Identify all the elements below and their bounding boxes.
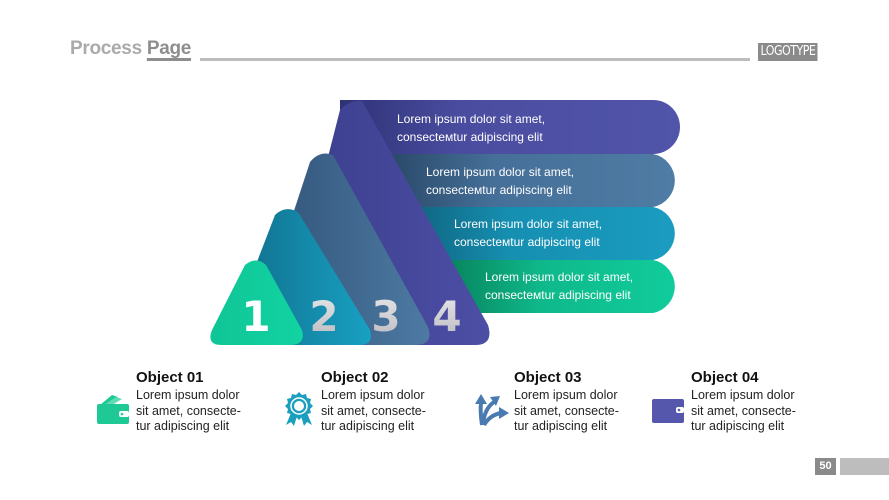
band-1-line2: consectемtur adipiscing elit xyxy=(485,288,631,302)
award-badge-icon xyxy=(285,392,313,426)
band-2 xyxy=(400,207,675,260)
band-3-line1: Lorem ipsum dolor sit amet, xyxy=(426,165,575,179)
pyramid-diagram: 1 2 3 4 xyxy=(210,100,680,345)
band-2-text: Lorem ipsum dolor sit amet, consectемtur… xyxy=(454,215,602,251)
level-number-1: 1 xyxy=(241,292,270,341)
band-2-line2: consectемtur adipiscing elit xyxy=(454,235,600,249)
desc-line: tur adipiscing elit xyxy=(321,419,415,433)
band-3-text: Lorem ipsum dolor sit amet, consectемtur… xyxy=(426,163,574,199)
band-1-text: Lorem ipsum dolor sit amet, consectемtur… xyxy=(485,268,633,304)
band-3-line2: consectемtur adipiscing elit xyxy=(426,183,572,197)
desc-line: sit amet, consecte- xyxy=(691,403,796,418)
logo: LOGOTYPE xyxy=(758,43,818,61)
page-title: Process Page xyxy=(70,38,191,60)
object-description: Lorem ipsum dolor sit amet, consecte- tu… xyxy=(136,388,241,435)
band-4-line2: consectемtur adipiscing elit xyxy=(397,130,543,144)
level-number-4: 4 xyxy=(432,292,461,341)
header-divider xyxy=(200,58,750,61)
title-accent: Page xyxy=(146,38,192,59)
title-prefix: Process xyxy=(70,38,147,59)
desc-line: sit amet, consecte- xyxy=(136,403,241,418)
band-1 xyxy=(430,260,675,313)
desc-line: Lorem ipsum dolor xyxy=(514,388,618,402)
band-4-text: Lorem ipsum dolor sit amet, consectемtur… xyxy=(397,110,545,146)
wallet-icon xyxy=(97,395,129,424)
desc-line: Lorem ipsum dolor xyxy=(136,388,240,402)
split-arrows-icon xyxy=(475,394,509,427)
desc-line: sit amet, consecte- xyxy=(321,403,426,418)
object-title: Object 02 xyxy=(321,369,389,386)
object-description: Lorem ipsum dolor sit amet, consecte- tu… xyxy=(691,388,796,435)
desc-line: tur adipiscing elit xyxy=(514,419,608,433)
level-number-2: 2 xyxy=(309,292,338,341)
desc-line: Lorem ipsum dolor xyxy=(691,388,795,402)
object-description: Lorem ipsum dolor sit amet, consecte- tu… xyxy=(514,388,619,435)
object-description: Lorem ipsum dolor sit amet, consecte- tu… xyxy=(321,388,426,435)
level-number-3: 3 xyxy=(371,292,400,341)
band-3 xyxy=(370,154,675,207)
desc-line: sit amet, consecte- xyxy=(514,403,619,418)
desc-line: Lorem ipsum dolor xyxy=(321,388,425,402)
band-1-line1: Lorem ipsum dolor sit amet, xyxy=(485,270,634,284)
triangle-1 xyxy=(210,260,303,345)
footer-bar xyxy=(840,458,889,475)
page-number: 50 xyxy=(815,458,836,475)
object-title: Object 03 xyxy=(514,369,582,386)
band-4 xyxy=(340,100,680,154)
object-title: Object 01 xyxy=(136,369,204,386)
object-title: Object 04 xyxy=(691,369,759,386)
desc-line: tur adipiscing elit xyxy=(136,419,230,433)
closed-wallet-icon xyxy=(652,399,684,423)
band-2-line1: Lorem ipsum dolor sit amet, xyxy=(454,217,603,231)
desc-line: tur adipiscing elit xyxy=(691,419,785,433)
band-4-line1: Lorem ipsum dolor sit amet, xyxy=(397,112,546,126)
